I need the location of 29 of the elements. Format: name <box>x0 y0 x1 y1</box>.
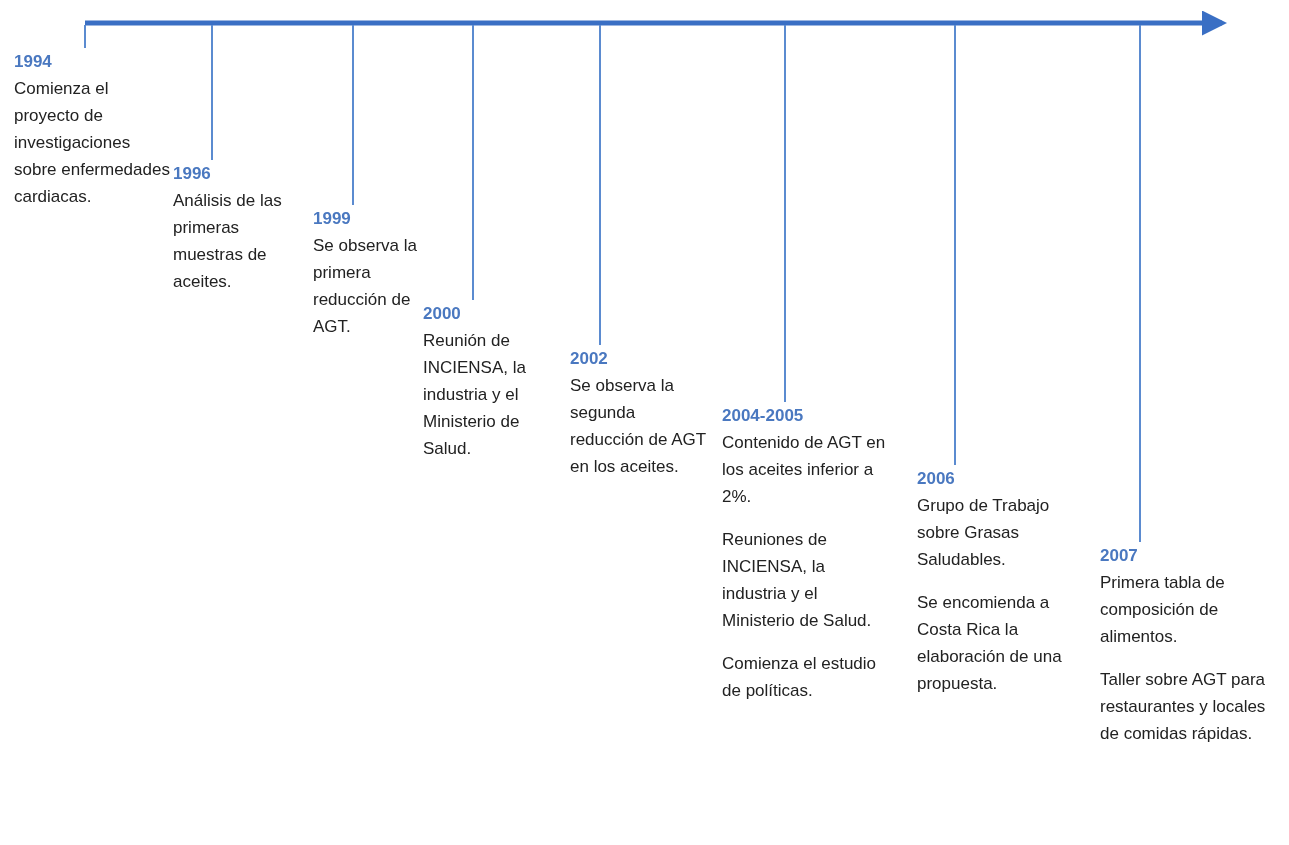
event-description: Se encomienda a Costa Rica la elaboración de una propuesta. <box>917 592 1063 695</box>
event-description: Se observa la segunda reducción de AGT en los aceites. <box>570 375 707 478</box>
timeline-arrow <box>85 10 1227 36</box>
event-description: Taller sobre AGT para restaurantes y locales de comidas rápidas. <box>1100 669 1267 745</box>
year-label: 1996 <box>173 163 211 185</box>
event-description: Primera tabla de composición de alimentos. <box>1100 572 1226 648</box>
event-description: Comienza el estudio de políticas. <box>722 653 878 702</box>
year-label: 2000 <box>423 303 461 325</box>
event-description: Análisis de las primeras muestras de aceites. <box>173 190 283 293</box>
tick-line <box>472 24 474 301</box>
event-description: Se observa la primera reducción de AGT. <box>313 235 418 338</box>
tick-line <box>784 24 786 403</box>
year-label: 2002 <box>570 348 608 370</box>
year-label: 2004-2005 <box>722 405 804 427</box>
year-label: 2007 <box>1100 545 1138 567</box>
event-description: Reunión de INCIENSA, la industria y el Ministerio de Salud. <box>423 330 527 460</box>
tick-line <box>1139 24 1141 543</box>
year-label: 1999 <box>313 208 351 230</box>
event-description: Reuniones de INCIENSA, la industria y el Ministerio de Salud. <box>722 529 873 632</box>
year-label: 1994 <box>14 51 52 73</box>
year-label: 2006 <box>917 468 955 490</box>
event-description: Comienza el proyecto de investigaciones sobre enfermedades cardiacas. <box>14 78 171 208</box>
event-description: Contenido de AGT en los aceites inferior a 2%. <box>722 432 887 508</box>
tick-line <box>211 24 213 161</box>
tick-line <box>954 24 956 466</box>
tick-line <box>599 24 601 346</box>
tick-line <box>352 24 354 206</box>
event-description: Grupo de Trabajo sobre Grasas Saludables. <box>917 495 1051 571</box>
tick-line <box>84 24 86 49</box>
